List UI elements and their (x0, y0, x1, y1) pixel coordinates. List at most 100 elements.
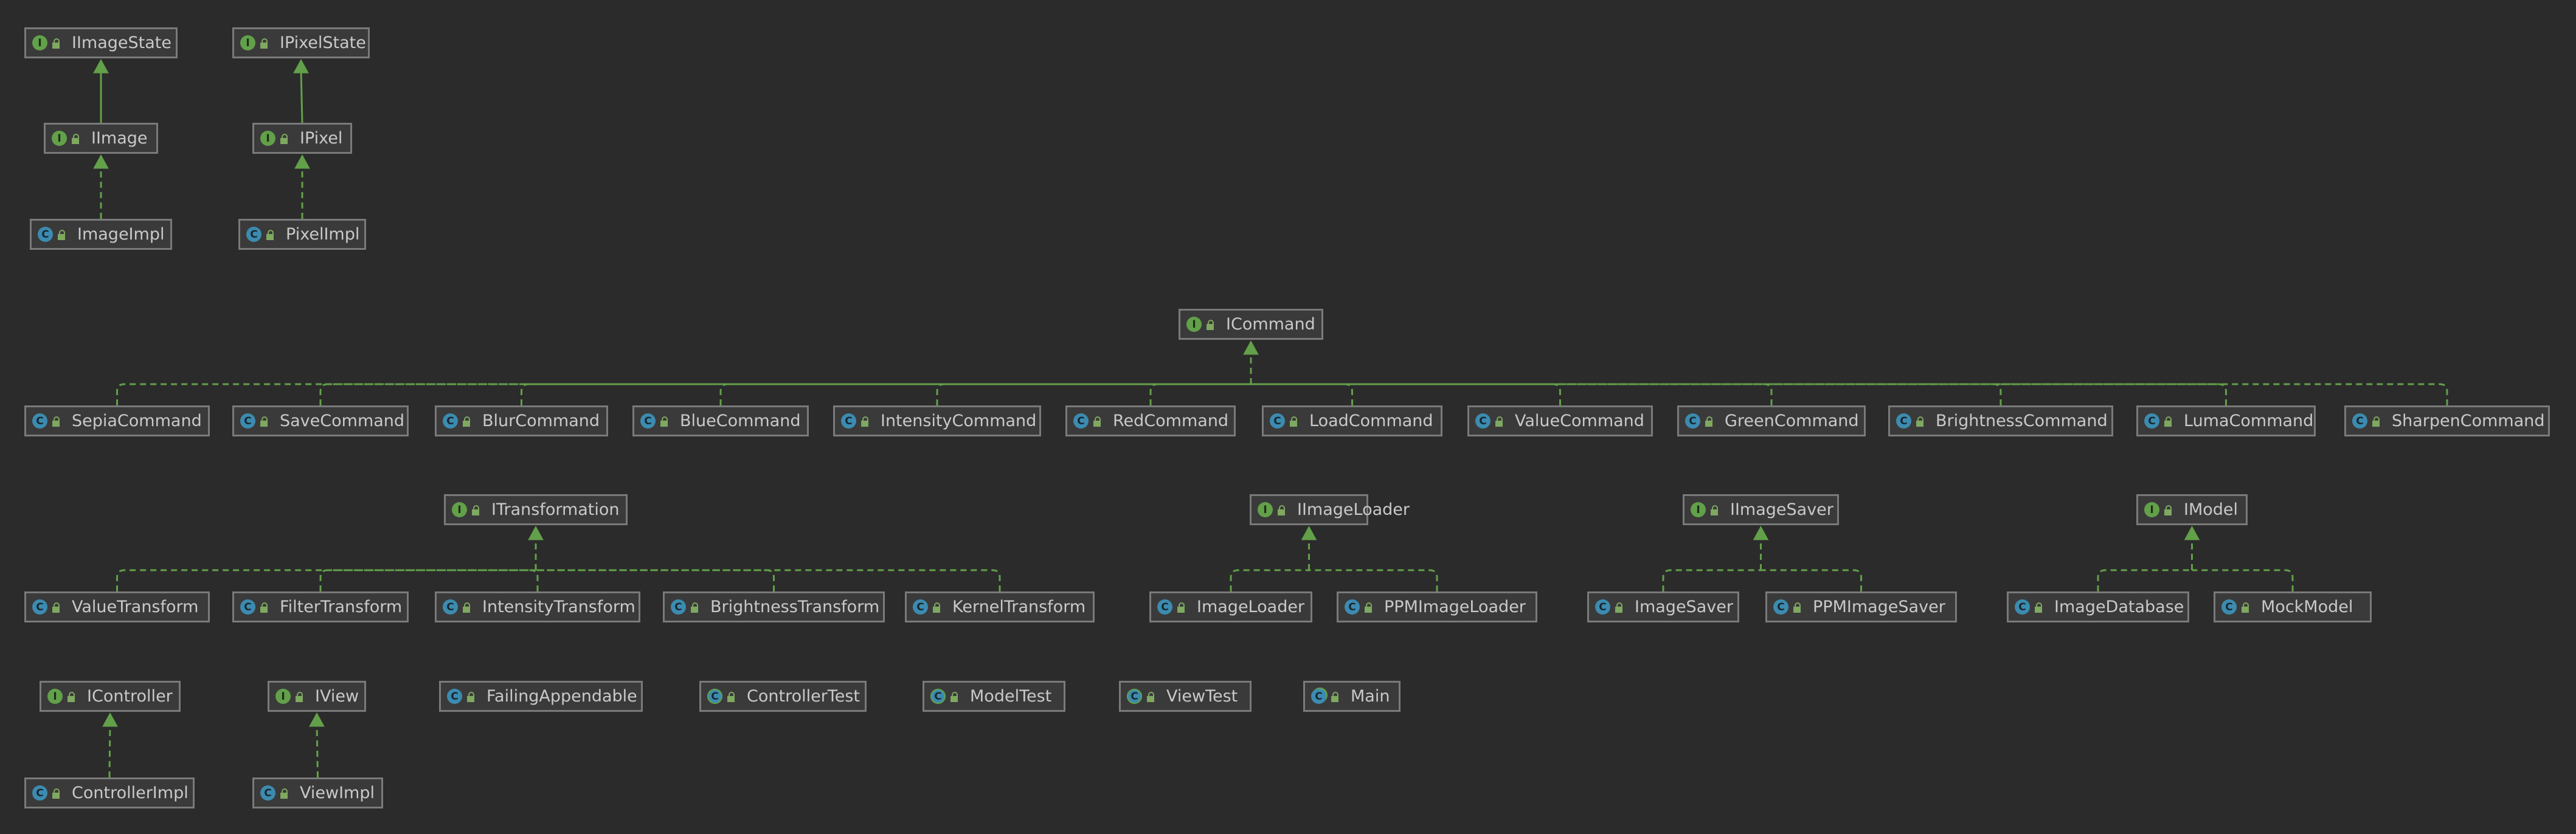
class-node-label: ImageImpl (77, 225, 165, 244)
class-node-label: GreenCommand (1725, 412, 1859, 430)
edge-filtertransform (319, 569, 536, 591)
class-node-label: FilterTransform (280, 598, 403, 616)
class-node-label: BrightnessCommand (1936, 412, 2108, 430)
class-node-label: IntensityTransform (482, 598, 635, 616)
edge-brightnesstransform (536, 569, 775, 591)
class-icon: C (1595, 599, 1610, 615)
edge-ipixel (300, 70, 303, 123)
class-node-label: ITransformation (491, 500, 620, 519)
edge-valuecommand (1251, 383, 1561, 405)
class-icon: C (260, 785, 275, 801)
class-node-label: BlurCommand (482, 412, 600, 430)
interface-icon: I (1186, 317, 1202, 332)
edge-savecommand (319, 383, 1251, 405)
class-node-savecommand[interactable]: C SaveCommand (232, 405, 409, 436)
lock-icon (1614, 601, 1624, 613)
edge-greencommand (1251, 383, 1773, 405)
class-node-label: LoadCommand (1309, 412, 1433, 430)
class-icon: C (1475, 413, 1491, 429)
class-node-brightnesscommand[interactable]: C BrightnessCommand (1888, 405, 2113, 436)
edge-controllerimpl (108, 723, 111, 778)
class-node-imagedatabase[interactable]: C ImageDatabase (2007, 591, 2189, 622)
lock-icon (1330, 691, 1340, 703)
class-node-label: ImageDatabase (2054, 598, 2184, 616)
class-node-label: BrightnessTransform (710, 598, 880, 616)
class-node-label: SaveCommand (280, 412, 405, 430)
class-icon: C (32, 413, 47, 429)
lock-icon (1092, 415, 1102, 427)
edge-ppmimagesaver (1761, 569, 1862, 591)
class-icon: C (2015, 599, 2030, 615)
class-node-label: ImageLoader (1197, 598, 1305, 616)
class-node-label: KernelTransform (952, 598, 1086, 616)
class-node-label: ImageSaver (1635, 598, 1733, 616)
lock-icon (1709, 504, 1719, 516)
class-icon: C (2144, 413, 2159, 429)
test-class-icon: C (930, 689, 946, 704)
arrowhead-icommand (1243, 340, 1259, 355)
lock-icon (2034, 601, 2043, 613)
class-icon: C (240, 413, 255, 429)
class-node-imagesaver[interactable]: C ImageSaver (1587, 591, 1739, 622)
class-icon: C (1896, 413, 1911, 429)
edge-bluecommand (719, 383, 1251, 405)
class-node-label: BlueCommand (680, 412, 801, 430)
lock-icon (1363, 601, 1373, 613)
lock-icon (259, 37, 269, 49)
class-node-label: Main (1351, 687, 1390, 706)
edge-imagedatabase (2097, 569, 2192, 591)
class-icon: C (246, 227, 261, 242)
lock-icon (1915, 415, 1925, 427)
class-node-label: MockModel (2261, 598, 2353, 616)
lock-icon (2163, 415, 2173, 427)
edge-sharpencommand (1251, 383, 2448, 405)
edge-viewimpl (316, 723, 319, 778)
class-node-label: ControllerImpl (72, 784, 189, 802)
lock-icon (462, 601, 471, 613)
lock-icon (2371, 415, 2381, 427)
lock-icon (932, 601, 941, 613)
lock-icon (2163, 504, 2173, 516)
class-node-label: IntensityCommand (881, 412, 1037, 430)
arrowhead-ipixel (294, 154, 310, 169)
